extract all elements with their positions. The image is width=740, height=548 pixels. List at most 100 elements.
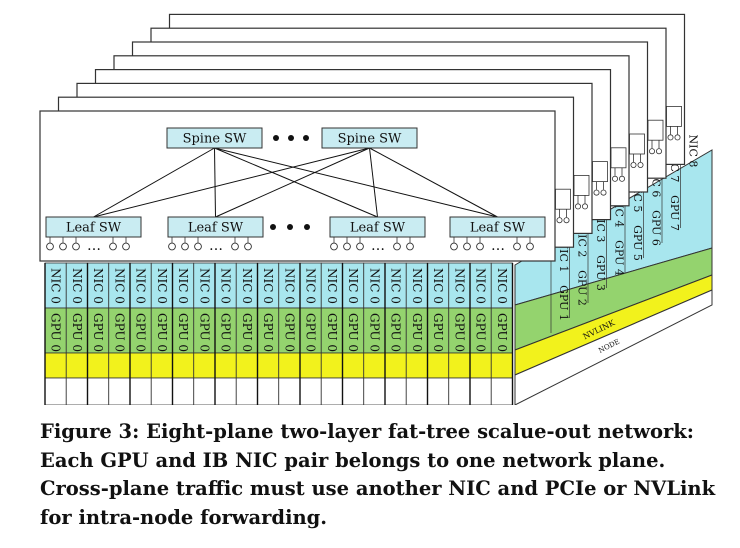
nic-label: NIC 0	[389, 268, 403, 304]
nvlink-cell	[278, 352, 301, 379]
port-circle	[181, 242, 189, 251]
node-cell	[490, 377, 513, 405]
nic-label: NIC 0	[49, 268, 63, 304]
gpu-label: GPU 0	[197, 313, 211, 352]
port-circle	[59, 242, 67, 251]
side-gpu-label: GPU 2	[576, 270, 589, 306]
port-circle	[393, 242, 401, 251]
nic-label: NIC 0	[240, 268, 254, 304]
nvlink-cell	[87, 352, 110, 379]
port-circle	[450, 242, 458, 251]
port-ellipsis: …	[209, 238, 223, 254]
plane-edge-switch	[555, 188, 571, 210]
gpu-label: GPU 0	[155, 313, 169, 352]
node-column: NIC 0 GPU 0	[108, 262, 131, 405]
node-column: NIC 0 GPU 0	[172, 262, 195, 405]
fat-tree-link	[214, 147, 378, 218]
nic-label: NIC 0	[261, 268, 275, 304]
nvlink-cell	[405, 352, 428, 379]
ellipsis-dot	[287, 224, 293, 230]
spine-switch	[321, 127, 418, 149]
nvlink-cell	[108, 352, 131, 379]
gpu-label: GPU 0	[431, 313, 445, 352]
node-cell	[278, 377, 301, 405]
nic-label: NIC 0	[176, 268, 190, 304]
plane-edge-switch	[592, 161, 608, 183]
port-circle	[630, 161, 637, 168]
gpu-label: GPU 0	[304, 313, 318, 352]
plane-frame	[39, 110, 556, 262]
nic-label: NIC 0	[70, 268, 84, 304]
nvlink-cell	[257, 352, 280, 379]
fat-tree-link	[93, 147, 370, 218]
nic-label: NIC 0	[325, 268, 339, 304]
gpu-label: GPU 0	[240, 313, 254, 352]
fat-tree-link	[214, 147, 498, 218]
nvlink-cell	[150, 352, 173, 379]
nic-label: NIC 0	[346, 268, 360, 304]
node-cell	[193, 377, 216, 405]
node-column: NIC 0 GPU 0	[257, 262, 280, 405]
gpu-label: GPU 0	[474, 313, 488, 352]
port-circle	[244, 242, 252, 251]
nic-label: NIC 0	[112, 268, 126, 304]
gpu-label: GPU 0	[112, 313, 126, 352]
nic-label: NIC 0	[410, 268, 424, 304]
nvlink-cell	[193, 352, 216, 379]
gpu-label: GPU 0	[410, 313, 424, 352]
port-circle	[656, 148, 663, 155]
nvlink-cell	[427, 352, 450, 379]
port-circle	[330, 242, 338, 251]
leaf-switch-label: Leaf SW	[350, 221, 406, 236]
side-gpu-label: GPU 1	[557, 285, 570, 321]
plane-edge-switch	[647, 119, 664, 141]
node-cell	[384, 377, 407, 405]
port-circle	[406, 242, 414, 251]
node-cell	[469, 377, 492, 405]
nic-label: NIC 0	[91, 268, 105, 304]
port-circle	[593, 189, 600, 196]
node-columns: NIC 0 GPU 0 NIC 0 GPU 0 NIC 0 GPU 0 NIC 0 GPU 0…	[44, 262, 514, 405]
nvlink-cell	[320, 352, 343, 379]
gpu-label: GPU 0	[176, 313, 190, 352]
port-ellipsis: …	[491, 238, 505, 254]
leaf-switch	[167, 216, 264, 238]
side-gpu-label: GPU 3	[594, 255, 607, 291]
port-circle	[600, 189, 607, 196]
nvlink-cell	[44, 352, 67, 379]
node-cell	[44, 377, 67, 405]
gpu-label: GPU 0	[91, 313, 105, 352]
gpu-label: GPU 0	[70, 313, 84, 352]
node-cell	[320, 377, 343, 405]
node-column: NIC 0 GPU 0	[87, 262, 110, 405]
nic-label: NIC 0	[304, 268, 318, 304]
fat-tree-link	[369, 147, 378, 218]
node-cell	[87, 377, 110, 405]
gpu-label: GPU 0	[261, 313, 275, 352]
spine-switch-label: Spine SW	[338, 132, 402, 147]
node-cell	[65, 377, 88, 405]
nic-label: NIC 0	[431, 268, 445, 304]
node-cell	[427, 377, 450, 405]
node-cell	[299, 377, 322, 405]
gpu-label: GPU 0	[134, 313, 148, 352]
nic-label: NIC 0	[134, 268, 148, 304]
port-circle	[526, 242, 534, 251]
node-cell	[342, 377, 365, 405]
ellipsis-dot	[303, 135, 309, 141]
ellipsis-dot	[270, 224, 276, 230]
spine-switch	[166, 127, 263, 149]
node-column: NIC 0 GPU 0	[129, 262, 152, 405]
gpu-label: GPU 0	[367, 313, 381, 352]
port-circle	[513, 242, 521, 251]
port-circle	[619, 175, 626, 182]
